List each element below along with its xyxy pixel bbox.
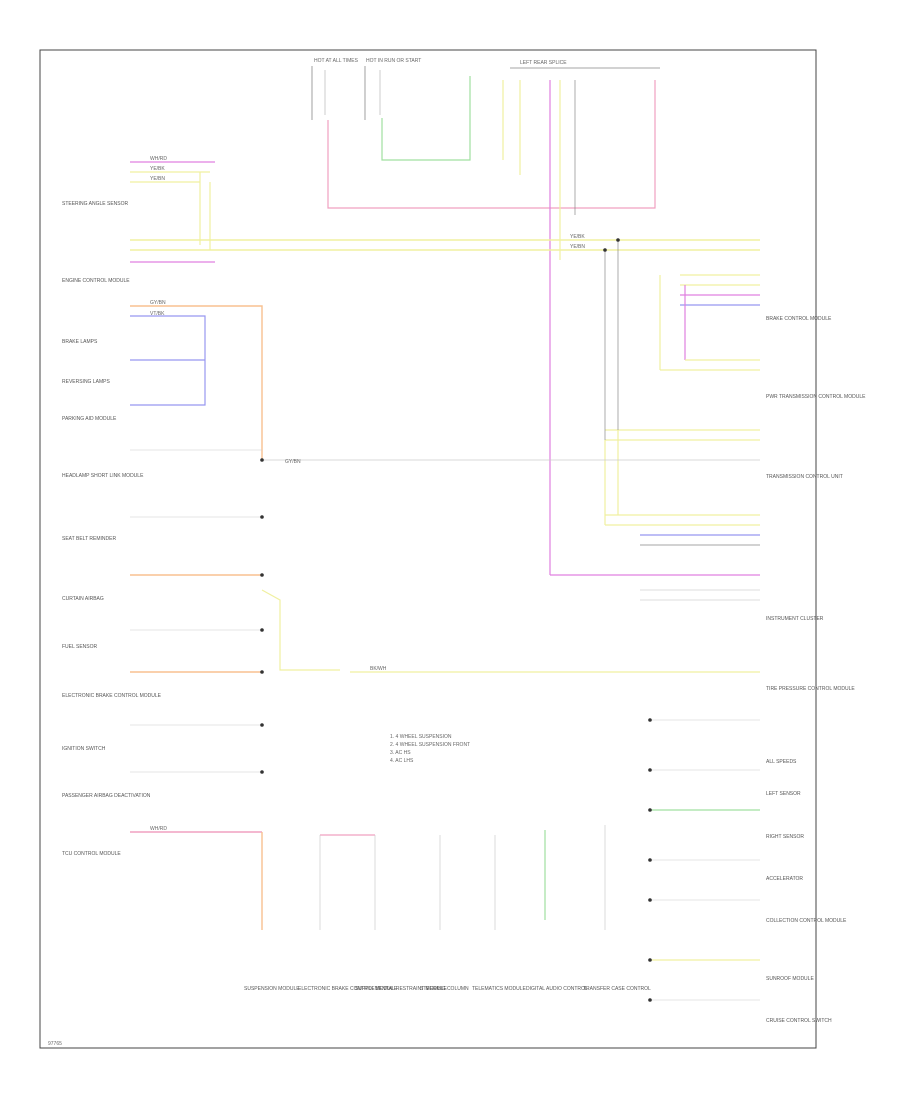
component-label: TRANSMISSION CONTROL UNIT [766, 474, 843, 480]
wire-pink-top [327, 80, 656, 209]
component-label: CRUISE CONTROL SWITCH [766, 1018, 832, 1024]
component-label: DIGITAL AUDIO CONTROL [526, 986, 588, 992]
component-label: ENGINE CONTROL MODULE [62, 278, 130, 284]
top-source-hot-run2: HOT IN RUN OR START [364, 58, 421, 120]
component-label: BRAKE LAMPS [62, 339, 98, 345]
wire-tag: YE/BK [150, 166, 165, 172]
component-label: INSTRUMENT CLUSTER [766, 616, 824, 622]
wire-tag: WH/RD [150, 156, 167, 162]
component-label: ACCELERATOR [766, 876, 803, 882]
legend-item: 2. 4 WHEEL SUSPENSION FRONT [390, 742, 470, 748]
component-label: PASSENGER AIRBAG DEACTIVATION [62, 793, 151, 799]
legend-item: 3. AC HS [390, 750, 411, 756]
component-label: SUSPENSION MODULE [244, 986, 300, 992]
component-label: ELECTRONIC BRAKE CONTROL MODULE [62, 693, 162, 699]
component-label: HEADLAMP SHORT LINK MODULE [62, 473, 144, 479]
component-label: SEAT BELT REMINDER [62, 536, 116, 542]
diagram-frame [39, 49, 817, 1049]
wire-yellow [261, 589, 340, 671]
top-source-label: HOT IN RUN OR START [366, 58, 421, 64]
component-label: IGNITION SWITCH [62, 746, 106, 752]
legend-item: 4. AC LHS [390, 758, 414, 764]
right-components: BRAKE CONTROL MODULE PWR TRANSMISSION CO… [766, 316, 866, 1024]
component-label: BRAKE CONTROL MODULE [766, 316, 832, 322]
top-source-label: HOT AT ALL TIMES [314, 58, 359, 64]
bottom-leads [319, 825, 606, 930]
left-components: STEERING ANGLE SENSOR ENGINE CONTROL MOD… [62, 201, 162, 857]
component-label: PARKING AID MODULE [62, 416, 117, 422]
component-label: LEFT SENSOR [766, 791, 801, 797]
wire-tag: BK/WH [370, 666, 387, 672]
component-label: TRANSFER CASE CONTROL [583, 986, 651, 992]
component-label: TELEMATICS MODULE [472, 986, 526, 992]
component-label: SUPPLEMENTAL RESTRAINT MODULE [355, 986, 448, 992]
splice-points [260, 238, 652, 1002]
wire-orange [130, 305, 263, 460]
component-label: FUEL SENSOR [62, 644, 97, 650]
wire-tag: WH/RD [150, 826, 167, 832]
wire-tag: YE/BN [570, 244, 585, 250]
top-source-hot-run: HOT AT ALL TIMES [311, 58, 359, 120]
bottom-components: SUSPENSION MODULE ELECTRONIC BRAKE CONTR… [244, 986, 651, 992]
wire-tag: YE/BN [150, 176, 165, 182]
wire-tags: WH/RD YE/BK YE/BN YE/BK YE/BN GY/BN VT/B… [150, 156, 585, 832]
component-label: PWR TRANSMISSION CONTROL MODULE [766, 394, 866, 400]
wire-tag: VT/BK [150, 311, 165, 317]
component-label: REVERSING LAMPS [62, 379, 110, 385]
legend-item: 1. 4 WHEEL SUSPENSION [390, 734, 452, 740]
component-label: RIGHT SENSOR [766, 834, 804, 840]
wire-tag: GY/BN [285, 459, 301, 465]
component-label: ELECTRONIC BRAKE CONTROL MODULE [298, 986, 398, 992]
component-label: COLLECTION CONTROL MODULE [766, 918, 847, 924]
footer-code: 97765 [48, 1041, 62, 1047]
component-label: SUNROOF MODULE [766, 976, 814, 982]
component-label: TCU CONTROL MODULE [62, 851, 121, 857]
top-source-fuse-box: LEFT REAR SPLICE [510, 60, 660, 69]
component-label: STEERING ANGLE SENSOR [62, 201, 129, 207]
wire-tag: GY/BN [150, 300, 166, 306]
component-label: TIRE PRESSURE CONTROL MODULE [766, 686, 855, 692]
component-label: ALL SPEEDS [766, 759, 797, 765]
wire-group [130, 76, 760, 1001]
wire-green-top [381, 76, 471, 161]
wire-tag: YE/BK [570, 234, 585, 240]
legend: 1. 4 WHEEL SUSPENSION 2. 4 WHEEL SUSPENS… [390, 734, 470, 764]
top-source-label: LEFT REAR SPLICE [520, 60, 567, 66]
component-label: CURTAIN AIRBAG [62, 596, 104, 602]
component-label: STEERING COLUMN [420, 986, 469, 992]
